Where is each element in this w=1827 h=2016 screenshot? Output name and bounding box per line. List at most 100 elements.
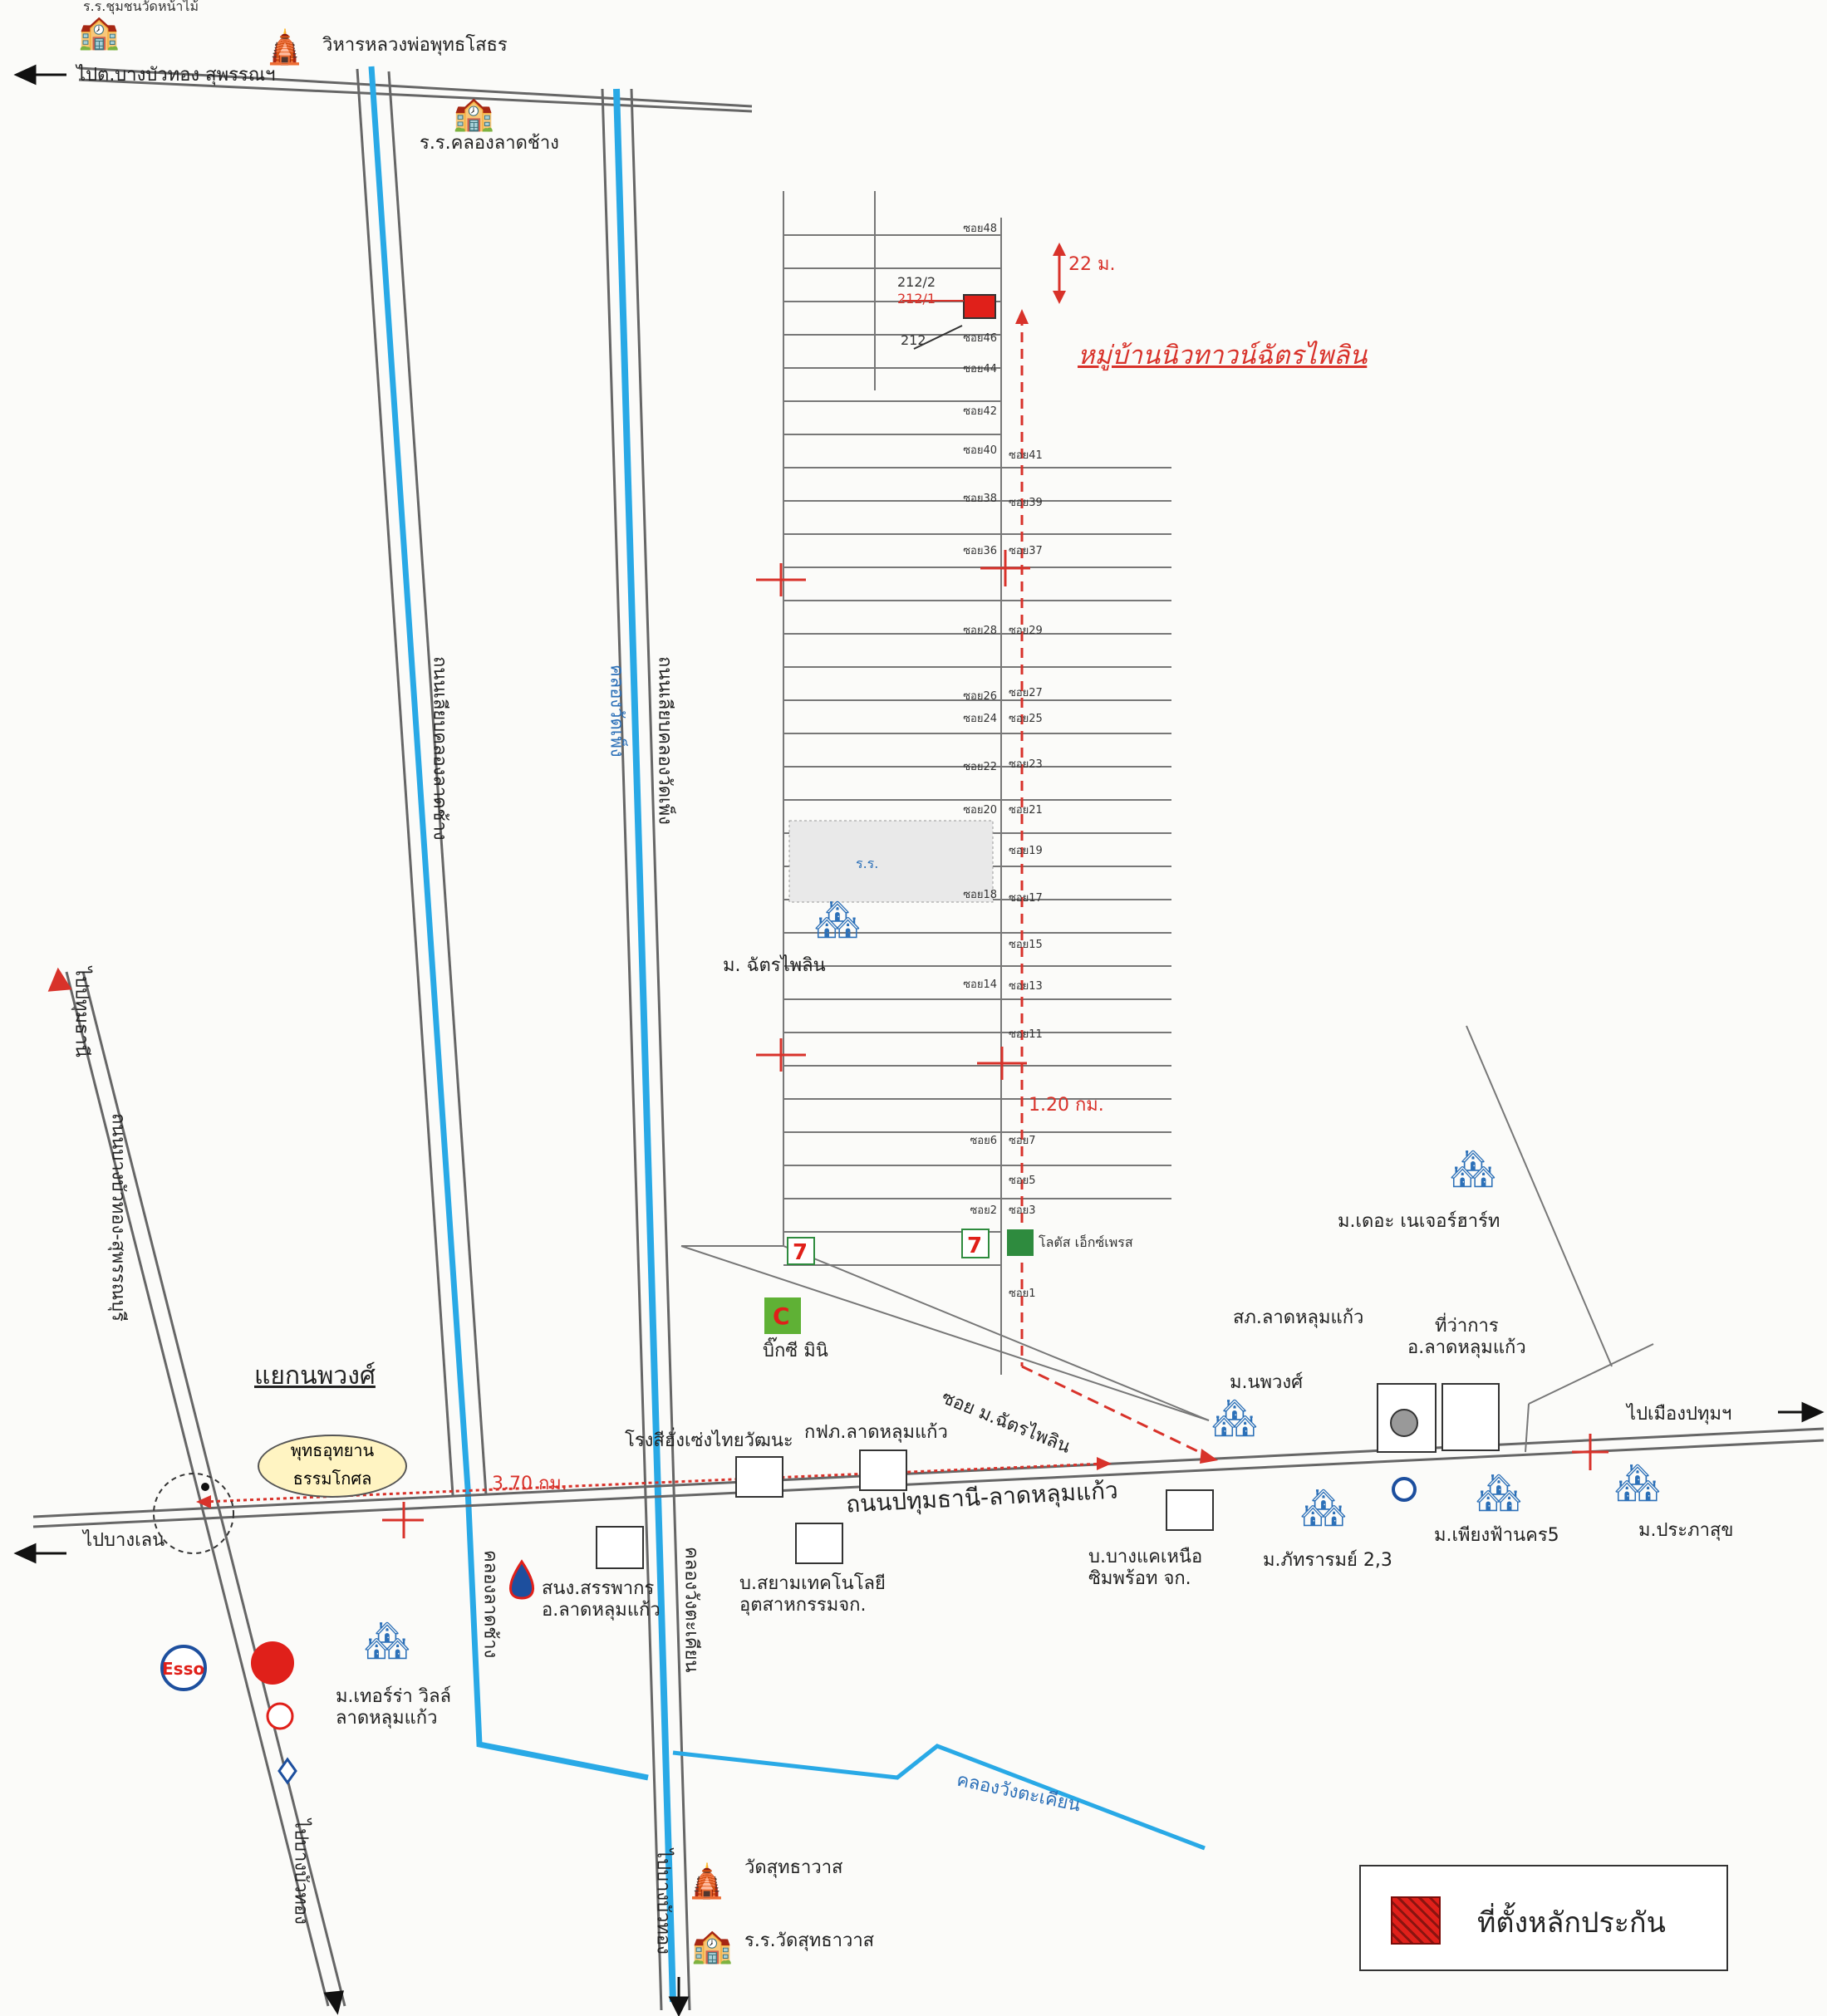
village-title: หมู่บ้านนิวทาวน์ฉัตรไพลิน (1078, 341, 1368, 370)
soi-label: ซอย28 (963, 625, 997, 637)
label-school-top: ร.ร.ชุมชนวัดหน้าไม้ (83, 0, 199, 14)
soi-label: ซอย41 (1009, 449, 1043, 462)
route-lines (203, 249, 1212, 1503)
svg-text:🏘: 🏘 (1614, 1462, 1661, 1504)
soi-label: ซอย46 (963, 332, 997, 345)
label-lotus: โลตัส เอ็กซ์เพรส (1039, 1234, 1133, 1250)
label-village-piengfa: ม.เพียงฟ้านคร5 (1434, 1525, 1559, 1546)
legend: ที่ตั้งหลักประกัน (1359, 1865, 1728, 1971)
village-icons: 🏘 🏘 🏘 🏘 🏘 🏘 🏘 (364, 899, 1661, 1662)
village-grid (680, 191, 1654, 1453)
tax-office-line2: อ.ลาดหลุมแก้ว (542, 1600, 661, 1621)
direction-lower-left: ไปบางบัวทอง (290, 1819, 312, 1925)
soi-label: ซอย38 (963, 493, 997, 505)
soi-label: ซอย5 (1009, 1175, 1036, 1187)
temple-school-icons: 🛕 🛕 🏫 🏫 🏫 (78, 13, 733, 1965)
soi-label: ซอย36 (963, 545, 997, 557)
soi-label: ซอย6 (970, 1135, 997, 1147)
canal-upper-east-label: คลองวังตะเคียน (680, 1547, 702, 1673)
distance-junction: 3.70 กม. (492, 1474, 567, 1494)
west-canal-road (356, 68, 488, 1496)
label-police: สภ.ลาดหลุมแก้ว (1233, 1307, 1364, 1328)
junction-name: แยกนพวงศ์ (254, 1361, 376, 1391)
soi-label: ซอย26 (963, 690, 997, 703)
soi-label: ซอย27 (1009, 687, 1043, 699)
district-office-line2: อ.ลาดหลุมแก้ว (1407, 1337, 1526, 1359)
junction-circle (153, 1473, 234, 1554)
soi-label: ซอย42 (963, 405, 997, 418)
soi-label: ซอย13 (1009, 980, 1043, 993)
svg-text:🛕: 🛕 (264, 27, 306, 66)
road-diagonal-west: ถนนบางบัวทอง-สุพรรณบุรี (107, 1113, 129, 1322)
svg-text:Esso: Esso (162, 1659, 204, 1679)
terra-ville-line2: ลาดหลุมแก้ว (336, 1708, 438, 1729)
siam-tech-line2: อุตสาหกรรมจก. (739, 1595, 867, 1616)
route-cross-markers (382, 550, 1608, 1538)
svg-text:7: 7 (793, 1240, 808, 1265)
dotted-block (788, 820, 994, 903)
svg-text:C: C (773, 1302, 790, 1330)
soi-label: ซอย17 (1009, 892, 1043, 905)
plot-212-2: 212/2 (897, 274, 936, 290)
soi-label: ซอย3 (1009, 1204, 1036, 1217)
road-west-canal: ถนนเลียบคลองลาดช้าง (429, 656, 450, 841)
label-school-ladchang: ร.ร.คลองลาดช้าง (420, 133, 559, 154)
svg-text:🏫: 🏫 (691, 1927, 733, 1965)
west-canal (368, 66, 649, 1781)
distance-soi: 1.20 กม. (1029, 1095, 1104, 1116)
soi-label: ซอย21 (1009, 804, 1043, 817)
svg-text:🏫: 🏫 (78, 13, 120, 52)
canal-west-label: คลองลาดช้าง (479, 1550, 501, 1659)
label-village-chatpailin: ม. ฉัตรไพลิน (723, 955, 826, 976)
direction-left: ไปบางเลน (83, 1530, 165, 1551)
soi-label: ซอย44 (963, 363, 997, 375)
plot-marker (963, 294, 996, 319)
east-canal-road (601, 88, 691, 2011)
soi-label: ซอย29 (1009, 625, 1043, 637)
label-temple-bottom: วัดสุทธาวาส (744, 1857, 843, 1878)
road-east-canal: ถนนเลียบคลองวัดเพ็ง (654, 656, 675, 825)
dotted-block-label: ร.ร. (856, 856, 879, 871)
soi-label: ซอย39 (1009, 497, 1043, 509)
soi-label: ซอย20 (963, 804, 997, 817)
legend-label: ที่ตั้งหลักประกัน (1477, 1906, 1666, 1940)
label-factory: โรงสีฮั่งเซ่งไทยวัฒนะ (625, 1430, 793, 1451)
district-office-line1: ที่ว่าการ (1434, 1316, 1499, 1337)
shop-icons: 7 7 C Esso (160, 1229, 1418, 1785)
soi-label: ซอย37 (1009, 545, 1043, 557)
distance-north: 22 ม. (1068, 254, 1116, 275)
soi-label: ซอย25 (1009, 713, 1043, 725)
east-canal (613, 88, 676, 2003)
building-boxes (596, 1383, 1500, 1569)
label-district-office: ที่ว่าการ อ.ลาดหลุมแก้ว (1407, 1316, 1526, 1360)
direction-top-left: ไปต.บางบัวทอง สุพรรณฯ (76, 65, 276, 86)
terra-ville-line1: ม.เทอร์ร่า วิลล์ (336, 1686, 452, 1707)
tax-office-line1: สนง.สรรพากร (542, 1578, 655, 1599)
svg-text:🛕: 🛕 (686, 1861, 728, 1901)
soi-label: ซอย11 (1009, 1028, 1043, 1041)
soi-label: ซอย2 (970, 1204, 997, 1217)
svg-text:🏘: 🏘 (814, 899, 861, 941)
svg-text:🏘: 🏘 (1300, 1487, 1347, 1529)
soi-label: ซอย18 (963, 889, 997, 901)
plot-pointer-212 (913, 325, 963, 350)
soi-label: ซอย14 (963, 979, 997, 991)
label-pea: กฟภ.ลาดหลุมแก้ว (804, 1422, 948, 1443)
svg-text:🏘: 🏘 (1450, 1148, 1496, 1190)
direction-upper-left: ไปปทุมธานี (71, 967, 92, 1057)
park-label-line2: ธรรมโกศล (292, 1469, 372, 1489)
svg-text:🏘: 🏘 (364, 1620, 410, 1662)
svg-text:🏘: 🏘 (1211, 1397, 1258, 1440)
legend-swatch (1391, 1896, 1441, 1945)
svg-text:7: 7 (967, 1234, 982, 1258)
bangkae-line2: ซิมพร้อท จก. (1088, 1568, 1191, 1590)
label-siam-tech: บ.สยามเทคโนโลยี อุตสาหกรรมจก. (739, 1573, 886, 1617)
south-canal (672, 1744, 1206, 1851)
svg-text:🏫: 🏫 (453, 95, 494, 133)
svg-text:🏘: 🏘 (1476, 1472, 1522, 1514)
soi-label: ซอย23 (1009, 758, 1043, 771)
label-village-nopawong: ม.นพวงศ์ (1230, 1372, 1304, 1393)
label-school-bottom: ร.ร.วัดสุทธาวาส (744, 1930, 875, 1951)
direction-right: ไปเมืองปทุมฯ (1627, 1404, 1732, 1425)
